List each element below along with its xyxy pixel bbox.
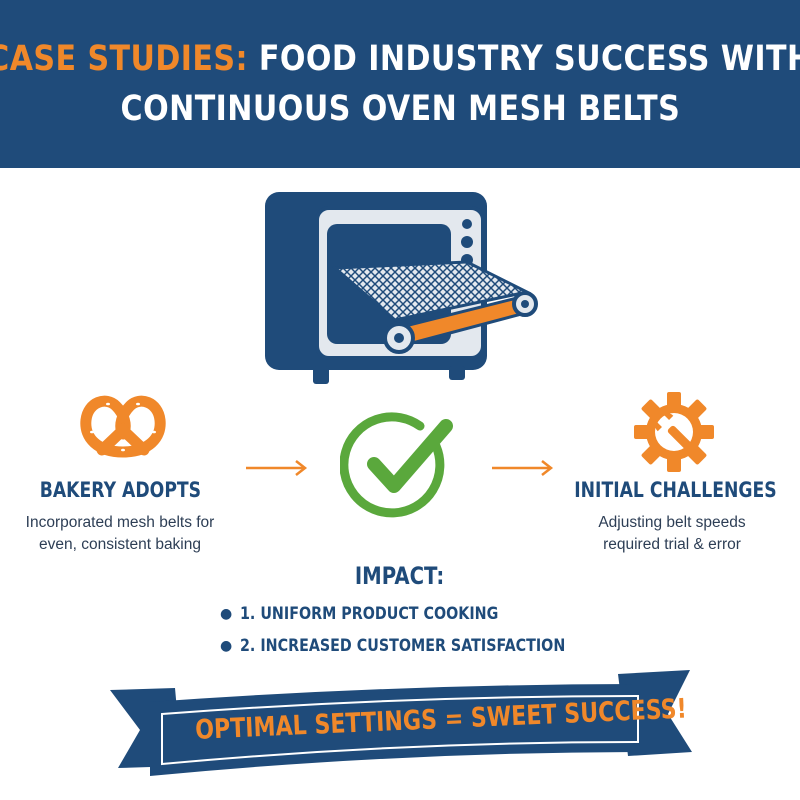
- title-accent: CASE STUDIES:: [0, 39, 249, 79]
- bullet-icon: ●: [220, 638, 233, 654]
- pretzel-icon: [80, 395, 166, 458]
- step-desc-line: even, consistent baking: [39, 536, 201, 553]
- step-desc-line: Adjusting belt speeds: [598, 514, 746, 531]
- ribbon-banner: [110, 670, 692, 776]
- page-title-line-1: CASE STUDIES: FOOD INDUSTRY SUCCESS WITH: [0, 34, 800, 84]
- arrow-right-icon-2: [492, 460, 554, 476]
- gear-wrench-icon: [634, 392, 714, 472]
- step-desc-initial-challenges: Adjusting belt speeds required trial & e…: [552, 512, 792, 556]
- title-rest: FOOD INDUSTRY SUCCESS WITH: [259, 39, 800, 79]
- oven-foot-right: [449, 366, 465, 380]
- impact-list: ●1. UNIFORM PRODUCT COOKING ●2. INCREASE…: [220, 598, 600, 662]
- step-desc-line: required trial & error: [603, 536, 741, 553]
- header-banner: CASE STUDIES: FOOD INDUSTRY SUCCESS WITH…: [0, 0, 800, 168]
- oven-indicator-light: [462, 219, 472, 229]
- step-desc-bakery-adopts: Incorporated mesh belts for even, consis…: [0, 512, 240, 556]
- bullet-icon: ●: [220, 606, 233, 622]
- ribbon-inner-border: [161, 694, 639, 766]
- arrow-right-icon-1: [246, 460, 308, 476]
- oven-foot-left: [313, 366, 329, 384]
- page-title-line-2: CONTINUOUS OVEN MESH BELTS: [120, 89, 680, 129]
- step-title-bakery-adopts: BAKERY ADOPTS: [39, 478, 201, 502]
- step-title-initial-challenges: INITIAL CHALLENGES: [574, 478, 777, 502]
- step-desc-line: Incorporated mesh belts for: [25, 514, 215, 531]
- oven-knob-1: [461, 236, 473, 248]
- impact-item: ●2. INCREASED CUSTOMER SATISFACTION: [220, 630, 600, 662]
- impact-item: ●1. UNIFORM PRODUCT COOKING: [220, 598, 600, 630]
- impact-title: IMPACT:: [355, 562, 445, 590]
- oven-illustration: [265, 192, 538, 384]
- checkmark-circle-icon: [340, 412, 453, 518]
